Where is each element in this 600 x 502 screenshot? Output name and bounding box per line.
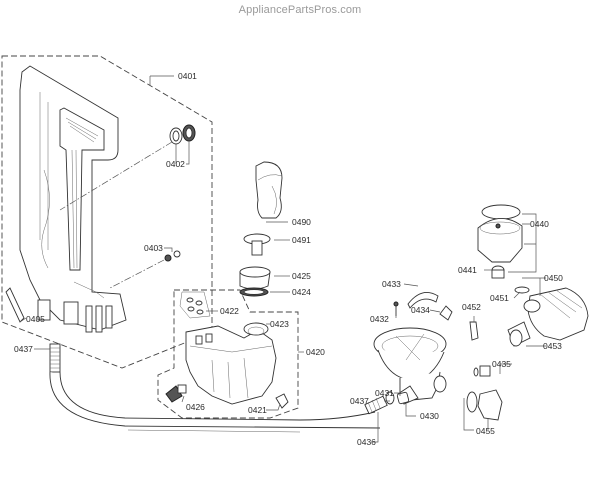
part-0437-hose-connector-left[interactable] [49, 343, 61, 373]
label-0451[interactable]: 0451 [490, 293, 509, 303]
part-0405-clip[interactable] [5, 287, 25, 323]
part-0430-sump[interactable] [373, 327, 447, 405]
label-0435[interactable]: 0435 [492, 359, 511, 369]
label-0401[interactable]: 0401 [178, 71, 197, 81]
part-0451-clamp[interactable] [514, 286, 530, 294]
label-0432[interactable]: 0432 [370, 314, 389, 324]
label-0430[interactable]: 0430 [420, 411, 439, 421]
part-0425-lid[interactable] [239, 266, 271, 290]
label-0423[interactable]: 0423 [270, 319, 289, 329]
label-0420[interactable]: 0420 [306, 347, 325, 357]
label-0431[interactable]: 0431 [375, 388, 394, 398]
label-0441[interactable]: 0441 [458, 265, 477, 275]
label-0436[interactable]: 0436 [357, 437, 376, 447]
label-0490[interactable]: 0490 [292, 217, 311, 227]
part-0423-gasket[interactable] [243, 322, 269, 336]
label-0402[interactable]: 0402 [166, 159, 185, 169]
label-0433[interactable]: 0433 [382, 279, 401, 289]
label-0440[interactable]: 0440 [530, 219, 549, 229]
label-0491[interactable]: 0491 [292, 235, 311, 245]
label-0405[interactable]: 0405 [26, 314, 45, 324]
part-0455-pump[interactable] [466, 389, 503, 421]
label-0421[interactable]: 0421 [248, 405, 267, 415]
label-0424[interactable]: 0424 [292, 287, 311, 297]
part-0431-nut[interactable] [396, 391, 410, 405]
leader-lines [19, 75, 546, 443]
label-0422[interactable]: 0422 [220, 306, 239, 316]
label-0425[interactable]: 0425 [292, 271, 311, 281]
part-labels: 0401 0402 0403 0405 0437 0490 0491 0425 … [14, 71, 563, 447]
part-0403-fittings[interactable] [164, 250, 181, 262]
part-0452-clip[interactable] [469, 321, 479, 341]
part-0401-side-panel[interactable] [19, 65, 127, 333]
part-0422-caps[interactable] [179, 291, 211, 319]
label-0453[interactable]: 0453 [543, 341, 562, 351]
part-0432-screw[interactable] [393, 301, 399, 316]
part-0434-clip[interactable] [439, 305, 453, 321]
label-0450[interactable]: 0450 [544, 273, 563, 283]
group-boundary-0420 [157, 289, 299, 419]
part-0424-gasket[interactable] [239, 287, 269, 297]
part-0450-circulation-pump[interactable] [523, 287, 589, 341]
label-0434[interactable]: 0434 [411, 305, 430, 315]
part-0435-sensor[interactable] [473, 365, 491, 377]
label-0426[interactable]: 0426 [186, 402, 205, 412]
label-0437-left[interactable]: 0437 [14, 344, 33, 354]
part-0420-softener[interactable] [185, 325, 277, 405]
part-0490-funnel[interactable] [255, 161, 283, 219]
part-0491-cap[interactable] [243, 233, 271, 256]
label-0437-right[interactable]: 0437 [350, 396, 369, 406]
part-0441-impeller[interactable] [491, 265, 505, 279]
part-0453-nozzle[interactable] [507, 321, 531, 347]
part-0440-heater-assembly[interactable] [477, 204, 523, 263]
part-0433-bracket[interactable] [407, 291, 439, 309]
watermark: AppliancePartsPros.com [238, 4, 362, 16]
label-0452[interactable]: 0452 [462, 302, 481, 312]
label-0403[interactable]: 0403 [144, 243, 163, 253]
part-0426-valve[interactable] [165, 384, 187, 403]
label-0455[interactable]: 0455 [476, 426, 495, 436]
part-0402-seals[interactable] [169, 124, 196, 145]
